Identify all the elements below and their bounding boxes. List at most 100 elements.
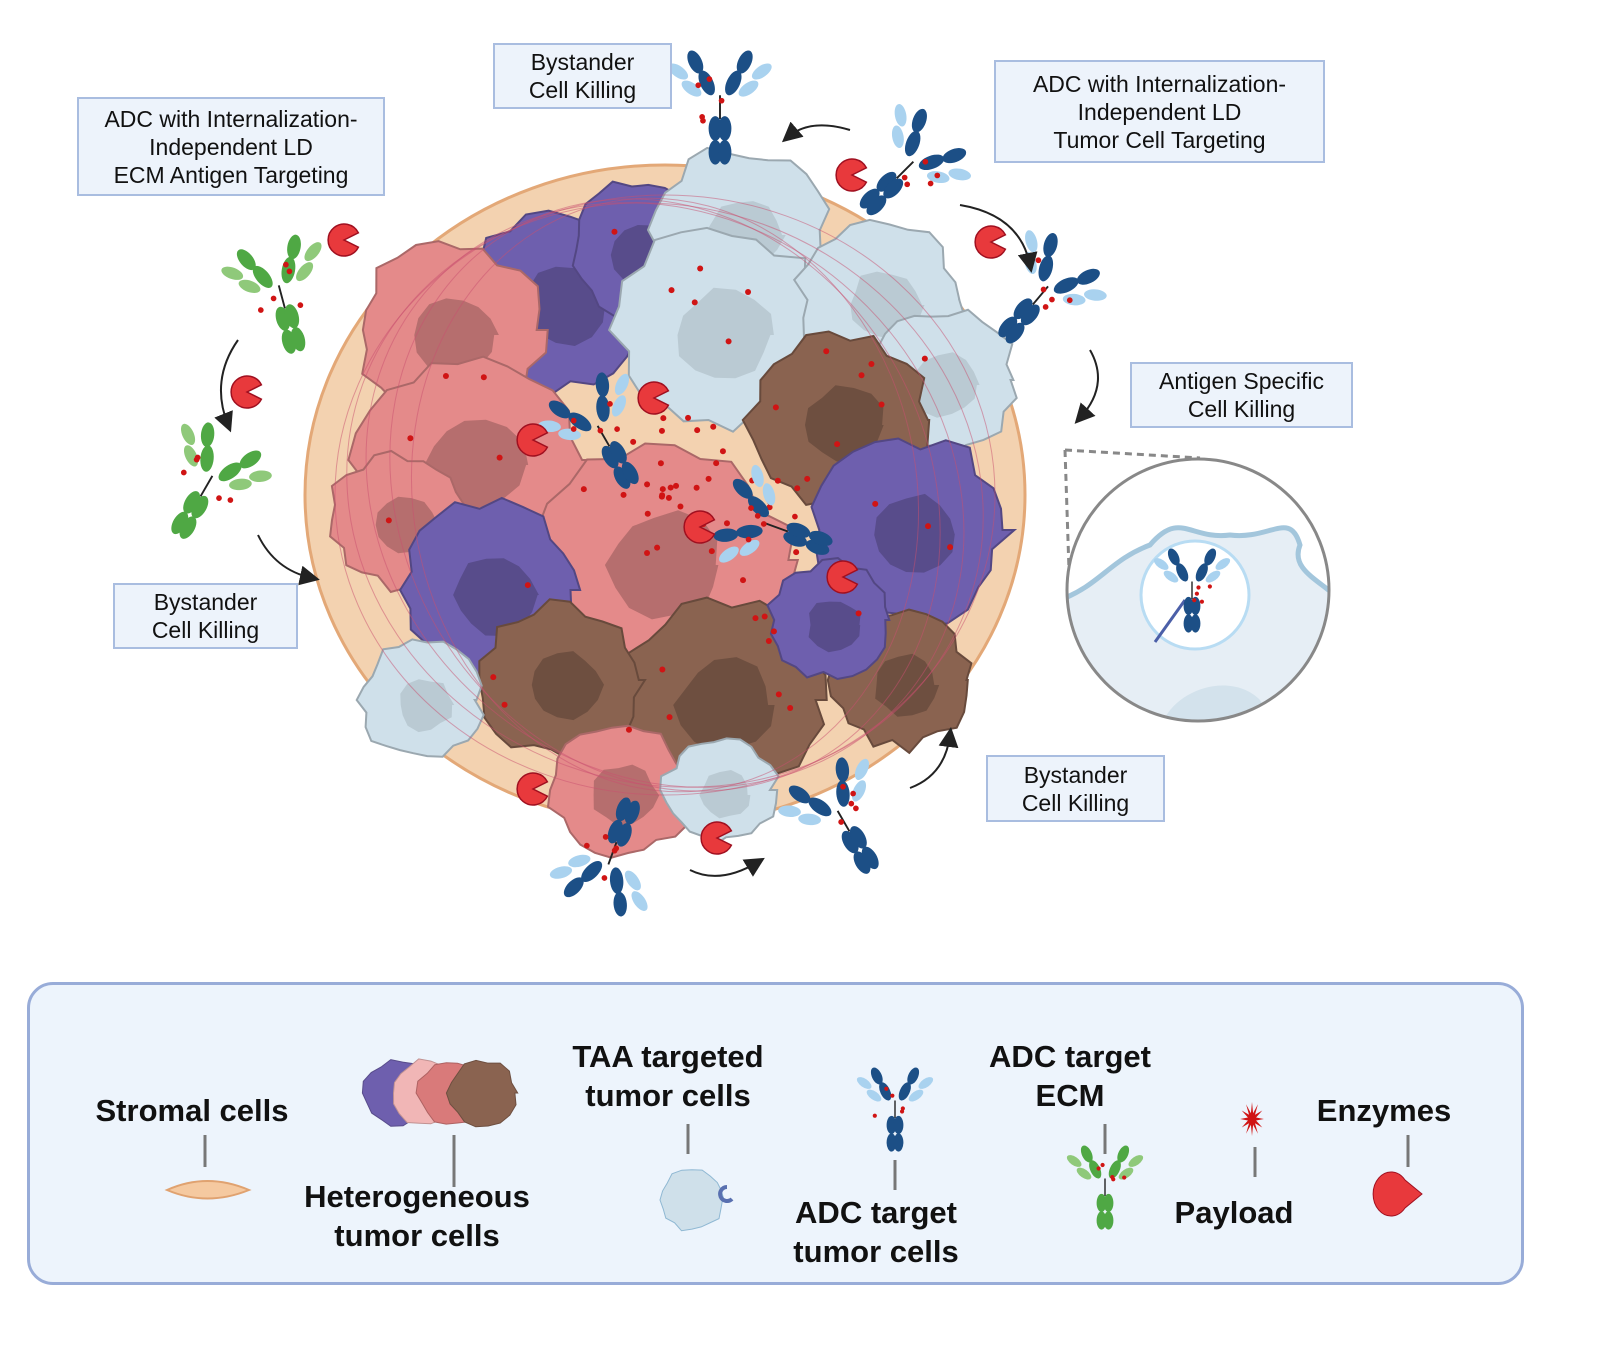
nucleus — [874, 493, 955, 573]
payload — [1194, 591, 1199, 596]
payload-icon — [1240, 1102, 1264, 1136]
nucleus — [699, 770, 751, 819]
payload — [583, 842, 590, 849]
payload-dot — [385, 517, 392, 524]
adc-tumor-antibody-icon — [856, 1067, 934, 1152]
legend-adc-tumor: ADC target tumor cells — [793, 1195, 959, 1269]
payload-dot — [772, 404, 779, 411]
payload-dot — [407, 435, 414, 442]
payload — [601, 875, 608, 881]
payload — [872, 1113, 877, 1118]
payload-dot — [694, 427, 701, 434]
nucleus — [531, 651, 605, 721]
payload-dot — [654, 544, 661, 551]
payload-dot — [793, 549, 800, 556]
payload-dot — [660, 415, 667, 422]
enzyme — [516, 423, 549, 457]
payload — [850, 790, 856, 797]
payload-dot — [787, 705, 794, 712]
antibody — [549, 797, 648, 917]
payload-dot — [496, 454, 503, 461]
payload-dot — [761, 613, 768, 620]
payload-dot — [834, 441, 841, 448]
nucleus — [453, 558, 539, 636]
payload — [270, 295, 277, 302]
payload-dot — [625, 726, 632, 733]
legend-heterogeneous: Heterogeneous tumor cells — [304, 1179, 530, 1253]
legend-payload: Payload — [1174, 1195, 1294, 1230]
label-antigen-specific: Antigen Specific Cell Killing — [1130, 362, 1353, 428]
payload-dot — [752, 615, 759, 622]
ecm-fiber — [389, 198, 941, 792]
payload — [597, 427, 604, 434]
payload — [227, 497, 234, 503]
payload — [884, 1086, 889, 1091]
arrow — [959, 204, 1038, 273]
payload — [900, 1106, 905, 1111]
enzyme — [835, 158, 868, 192]
payload — [1066, 297, 1073, 304]
arrows — [214, 121, 1099, 877]
antibody — [171, 422, 272, 539]
payload-dot — [855, 610, 862, 617]
enzyme — [700, 821, 733, 855]
payload — [838, 819, 844, 825]
payload-dot — [705, 475, 712, 482]
payload — [1199, 599, 1205, 604]
payload-dot — [872, 500, 879, 507]
taa-tumor-cell — [355, 638, 485, 758]
payload — [695, 82, 702, 89]
antibody — [713, 464, 833, 563]
payload — [700, 117, 706, 124]
payload — [1207, 584, 1212, 589]
nucleus — [911, 352, 980, 418]
payload-dot — [740, 577, 747, 584]
payload-dot — [693, 484, 700, 491]
payload — [901, 174, 908, 181]
payload — [611, 847, 618, 854]
antibody — [859, 104, 971, 216]
arrow — [257, 534, 320, 586]
nucleus — [677, 287, 774, 379]
payload-dot — [665, 494, 672, 501]
payload — [922, 158, 929, 165]
payload-dot — [868, 361, 875, 368]
legend-stromal: Stromal cells — [95, 1093, 289, 1128]
label-ecm-antigen-targeting: ADC with Internalization- Independent LD… — [77, 97, 385, 196]
payload-dot — [644, 550, 651, 557]
payload-dot — [708, 548, 715, 555]
tumor-mass — [303, 146, 1027, 859]
payload — [193, 456, 200, 463]
payload-dot — [644, 481, 651, 488]
label-tumor-cell-targeting: ADC with Internalization- Independent LD… — [994, 60, 1325, 163]
antibody — [998, 230, 1107, 344]
antibody — [778, 757, 879, 874]
antibodies — [171, 50, 1107, 917]
payload — [848, 800, 855, 807]
payload — [570, 417, 577, 424]
payload-dot — [947, 544, 954, 551]
payload-dot — [677, 503, 684, 510]
payload — [890, 1093, 895, 1098]
nucleus — [593, 764, 660, 826]
payload-dot — [480, 374, 487, 381]
payload — [570, 426, 577, 432]
payload-dot — [611, 228, 618, 235]
payload — [840, 783, 846, 790]
arrow — [909, 727, 959, 789]
nucleus — [673, 657, 775, 752]
payload — [1122, 1175, 1127, 1180]
payload-dot — [657, 460, 664, 467]
payload — [1096, 1166, 1101, 1171]
payload-dot — [823, 348, 830, 355]
payload — [283, 261, 289, 268]
payload — [1040, 286, 1047, 293]
payload — [934, 172, 941, 179]
payload-dot — [673, 482, 680, 489]
payload-dot — [858, 372, 865, 379]
ecm-fiber — [365, 202, 965, 788]
label-bystander-top: Bystander Cell Killing — [493, 43, 672, 109]
legend-icons — [164, 1058, 1423, 1232]
ecm-fiber — [410, 197, 920, 793]
payload — [1049, 296, 1055, 303]
